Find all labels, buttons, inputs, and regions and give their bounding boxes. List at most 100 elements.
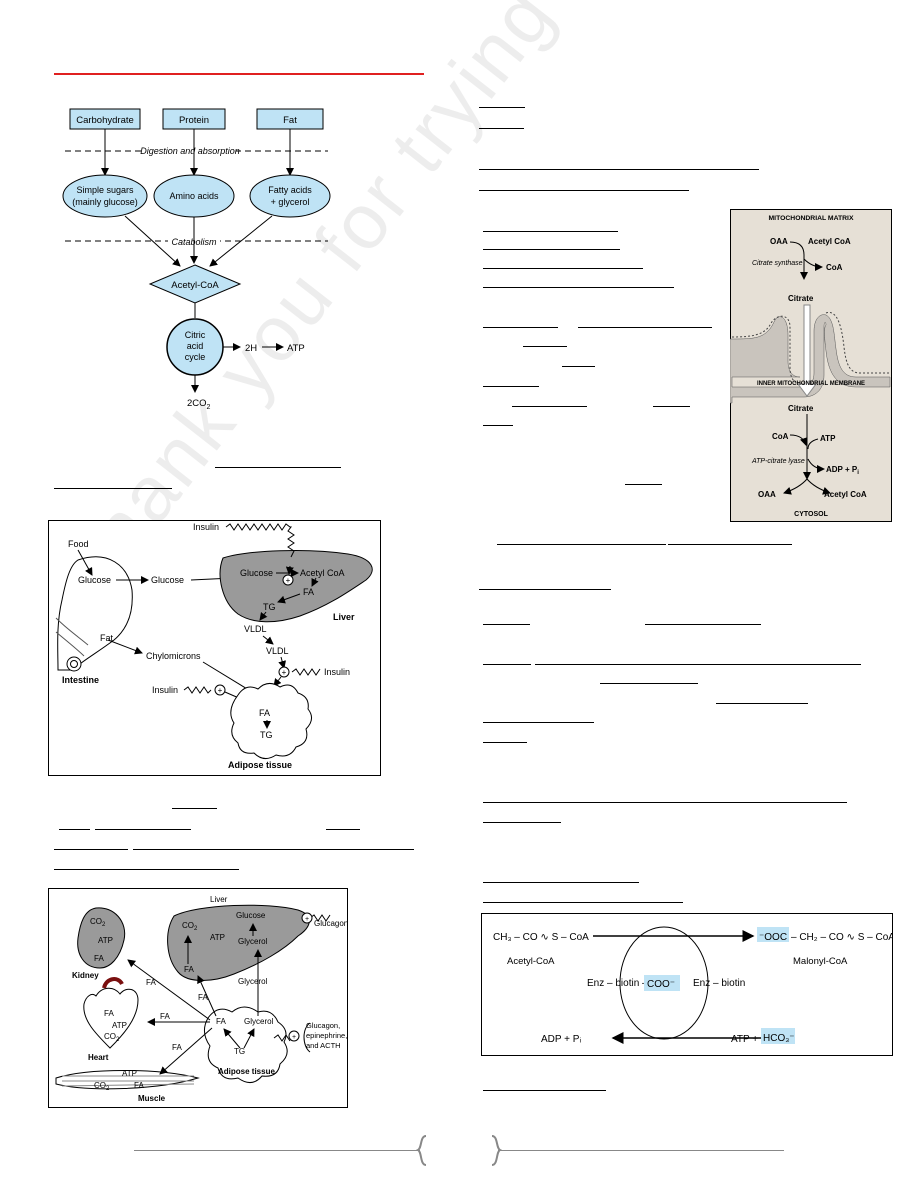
inner-membrane <box>730 314 891 404</box>
svg-text:Muscle: Muscle <box>138 1094 166 1103</box>
protein-box: Protein <box>162 108 226 130</box>
text-line <box>483 1090 606 1091</box>
svg-text:CoA: CoA <box>772 432 789 441</box>
text-line <box>483 268 643 269</box>
svg-text:Heart: Heart <box>88 1053 109 1062</box>
svg-text:Intestine: Intestine <box>62 675 99 685</box>
text-line <box>535 664 861 665</box>
fat-box: Fat <box>256 108 324 130</box>
svg-text:ATP: ATP <box>112 1021 127 1030</box>
svg-text:FA: FA <box>104 1009 114 1018</box>
text-line <box>645 624 761 625</box>
amino-acids-ellipse: Amino acids <box>153 174 235 218</box>
text-line <box>54 488 172 489</box>
text-line <box>133 849 414 850</box>
svg-text:CYTOSOL: CYTOSOL <box>794 511 828 518</box>
heart-shape <box>83 987 139 1049</box>
svg-text:CO2: CO2 <box>90 917 106 928</box>
svg-text:COO⁻: COO⁻ <box>647 979 675 990</box>
svg-text:Liver: Liver <box>210 895 228 904</box>
svg-text:Acetyl CoA: Acetyl CoA <box>300 568 345 578</box>
text-line <box>483 722 594 723</box>
text-line <box>483 902 683 903</box>
svg-text:FA: FA <box>94 954 104 963</box>
svg-text:Citrate: Citrate <box>788 404 814 413</box>
text-line <box>483 822 561 823</box>
svg-text:FA: FA <box>259 708 270 718</box>
svg-text:epinephrine,: epinephrine, <box>306 1031 347 1040</box>
text-line <box>483 231 618 232</box>
text-line <box>483 386 539 387</box>
svg-text:CO2: CO2 <box>182 921 198 932</box>
svg-text:Insulin: Insulin <box>152 685 178 695</box>
svg-text:Acetyl CoA: Acetyl CoA <box>808 237 851 246</box>
footer-rule-right <box>498 1150 784 1151</box>
text-line <box>497 544 666 545</box>
text-line <box>523 346 567 347</box>
text-line <box>716 703 808 704</box>
acetyl-coa-carboxylase-diagram: CH₃ – CO ∿ S – CoA ⁻OOC – CH₂ – CO ∿ S –… <box>481 913 893 1056</box>
text-line <box>653 406 690 407</box>
svg-text:FA: FA <box>146 978 156 987</box>
adipose-shape <box>230 683 312 759</box>
svg-text:TG: TG <box>263 602 276 612</box>
svg-text:Fatty acids: Fatty acids <box>268 185 312 195</box>
svg-text:ADP + Pᵢ: ADP + Pᵢ <box>541 1034 581 1045</box>
svg-text:CO2: CO2 <box>94 1081 110 1092</box>
svg-text:Adipose tissue: Adipose tissue <box>218 1067 275 1076</box>
svg-text:Acetyl CoA: Acetyl CoA <box>824 490 867 499</box>
text-line <box>483 624 530 625</box>
svg-text:Adipose tissue: Adipose tissue <box>228 760 292 770</box>
svg-text:Amino acids: Amino acids <box>169 191 219 201</box>
svg-text:ADP + Pi: ADP + Pi <box>826 465 859 476</box>
svg-text:Liver: Liver <box>333 612 355 622</box>
svg-text:OAA: OAA <box>770 237 788 246</box>
svg-text:VLDL: VLDL <box>244 624 267 634</box>
atp-label: ATP <box>287 343 305 354</box>
svg-text:Glucose: Glucose <box>151 575 184 585</box>
text-line <box>625 484 662 485</box>
svg-text:FA: FA <box>198 993 208 1002</box>
svg-text:+: + <box>305 916 309 923</box>
svg-text:ATP: ATP <box>122 1069 137 1078</box>
svg-text:cycle: cycle <box>185 352 206 362</box>
svg-text:+: + <box>286 576 291 585</box>
svg-text:Kidney: Kidney <box>72 971 99 980</box>
citric-acid-cycle-circle: Citric acid cycle <box>166 318 224 376</box>
text-line <box>600 683 698 684</box>
text-line <box>483 664 531 665</box>
svg-text:Acetyl-CoA: Acetyl-CoA <box>507 956 555 967</box>
svg-text:ATP: ATP <box>210 933 225 942</box>
svg-text:acid: acid <box>187 341 204 351</box>
svg-text:FA: FA <box>160 1012 170 1021</box>
citrate-shuttle-diagram: MITOCHONDRIAL MATRIX OAA Acetyl CoA Citr… <box>730 209 892 522</box>
svg-text:Acetyl-CoA: Acetyl-CoA <box>171 280 219 291</box>
svg-text:Malonyl-CoA: Malonyl-CoA <box>793 956 848 967</box>
text-line <box>172 808 217 809</box>
svg-text:Enz – biotin –: Enz – biotin – <box>587 978 648 989</box>
svg-text:HCO₃⁻: HCO₃⁻ <box>763 1033 795 1044</box>
text-line <box>483 249 620 250</box>
svg-text:Protein: Protein <box>179 115 209 126</box>
text-line <box>512 406 587 407</box>
text-line <box>479 107 525 108</box>
svg-text:CO2: CO2 <box>104 1032 120 1043</box>
simple-sugars-ellipse: Simple sugars (mainly glucose) <box>62 174 148 218</box>
svg-text:VLDL: VLDL <box>266 646 289 656</box>
svg-text:MITOCHONDRIAL MATRIX: MITOCHONDRIAL MATRIX <box>769 215 854 222</box>
text-line <box>562 366 595 367</box>
text-line <box>668 544 792 545</box>
intestine-shape <box>57 556 133 671</box>
svg-text:+: + <box>218 686 223 695</box>
kidney-shape <box>77 907 126 969</box>
text-line <box>483 425 513 426</box>
svg-text:Citric: Citric <box>185 330 206 340</box>
svg-text:Fat: Fat <box>283 115 297 126</box>
svg-text:TG: TG <box>260 730 273 740</box>
2h-label: 2H <box>245 343 257 354</box>
footer-rule-left <box>134 1150 420 1151</box>
svg-text:FA: FA <box>184 965 194 974</box>
svg-text:FA: FA <box>216 1017 226 1026</box>
svg-text:Enz – biotin: Enz – biotin <box>693 978 745 989</box>
co2-label: 2CO2 <box>187 398 211 411</box>
